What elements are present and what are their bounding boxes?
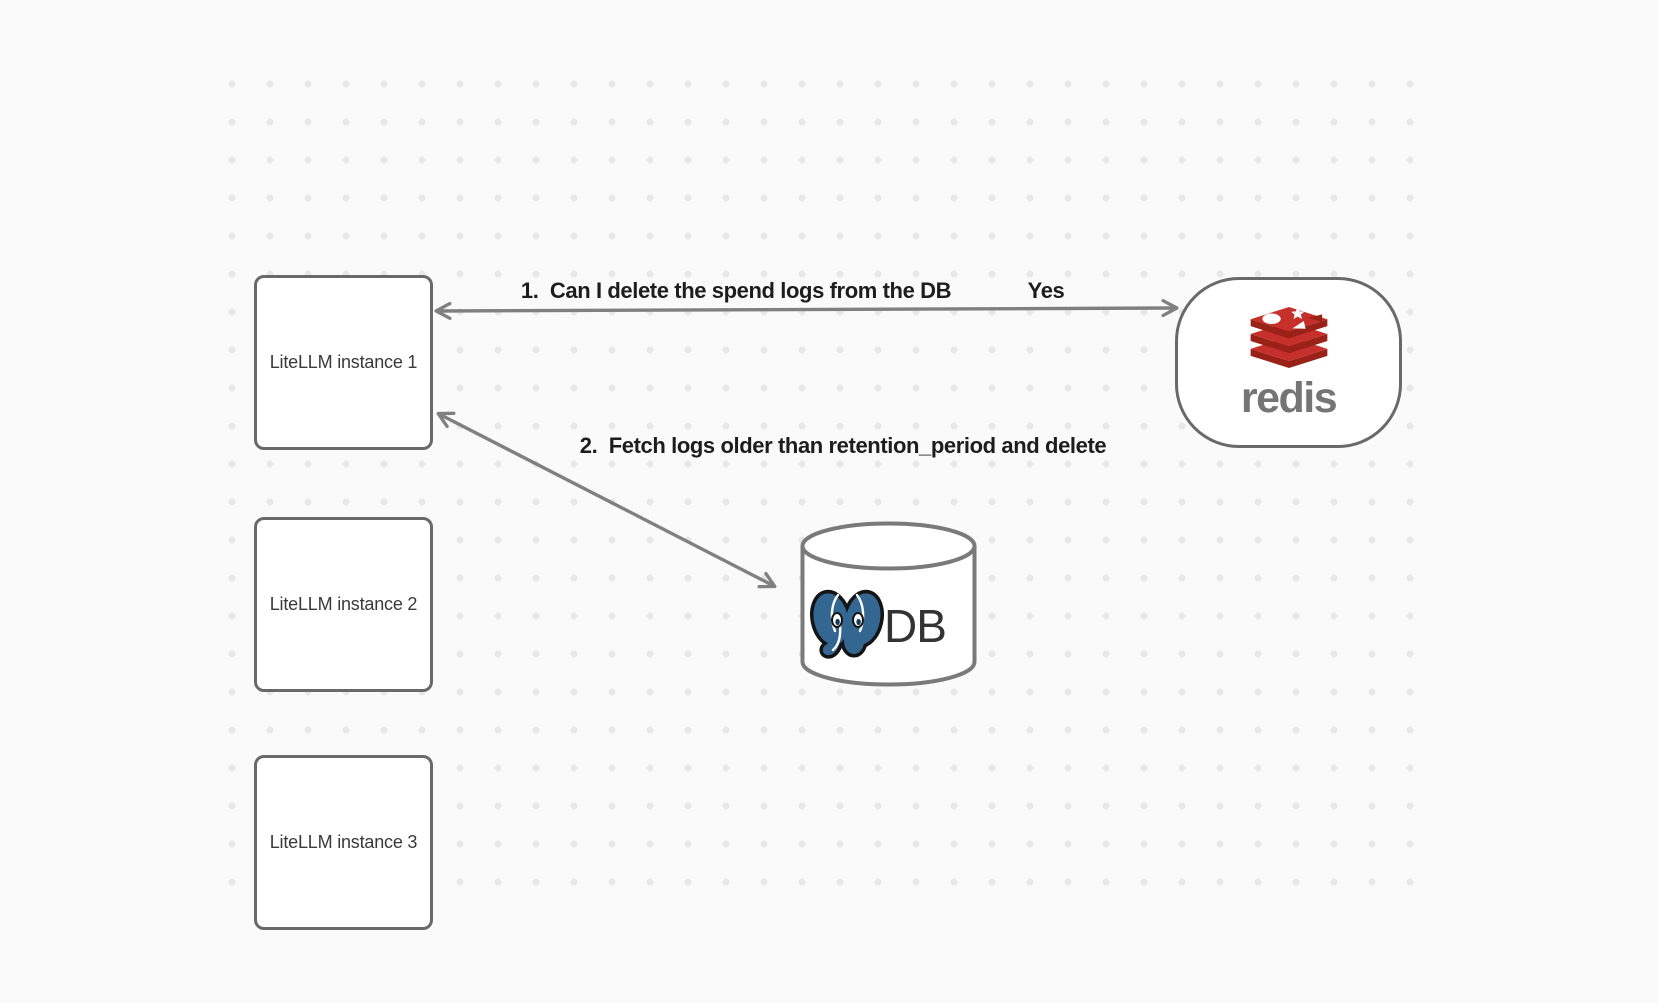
node-database[interactable]: DB (800, 521, 977, 688)
node-litellm-instance-3[interactable]: LiteLLM instance 3 (254, 755, 433, 930)
redis-wordmark: redis (1240, 374, 1338, 422)
node-litellm-instance-1-label: LiteLLM instance 1 (269, 352, 418, 372)
node-litellm-instance-2-label: LiteLLM instance 2 (269, 594, 418, 614)
node-litellm-instance-3-label: LiteLLM instance 3 (269, 832, 418, 852)
edge1-label[interactable]: 1. Can I delete the spend logs from the … (520, 277, 952, 303)
edge2-label[interactable]: 2. Fetch logs older than retention_perio… (579, 432, 1107, 458)
node-litellm-instance-1[interactable]: LiteLLM instance 1 (254, 275, 433, 450)
database-label: DB (884, 600, 947, 652)
redis-logo-icon (1250, 307, 1327, 369)
postgres-logo-icon (810, 589, 884, 659)
node-litellm-instance-2[interactable]: LiteLLM instance 2 (254, 517, 433, 692)
edge1-response-label[interactable]: Yes (1027, 277, 1065, 303)
node-redis[interactable]: redis (1175, 277, 1402, 448)
